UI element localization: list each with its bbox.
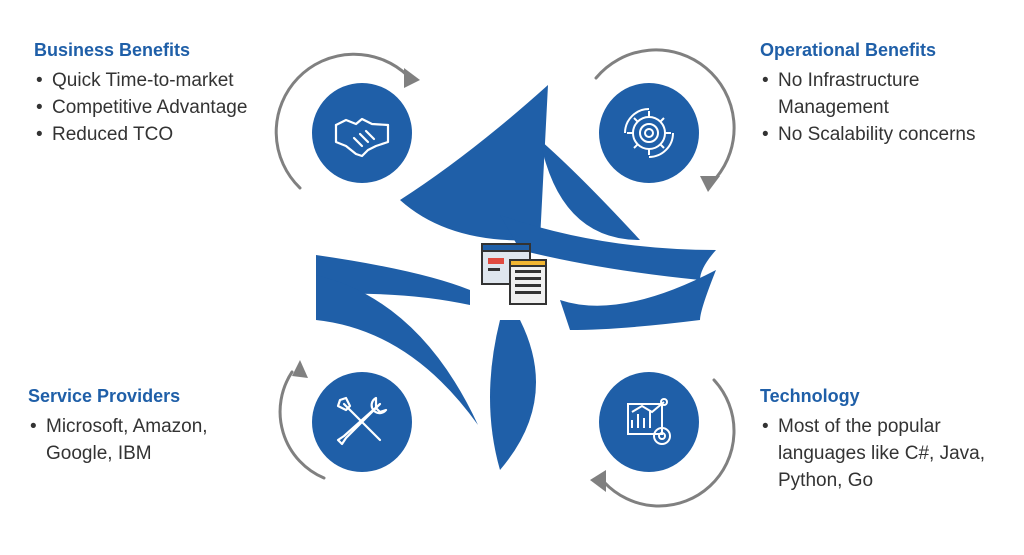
cycle-arrows xyxy=(274,48,736,508)
gear-badge xyxy=(599,83,699,183)
list-item: No Scalability concerns xyxy=(760,121,990,148)
service-providers-list: Microsoft, Amazon, Google, IBM xyxy=(28,413,278,467)
list-item: Most of the popular languages like C#, J… xyxy=(760,413,1000,494)
arrow-top-right-head xyxy=(700,176,720,192)
arrow-top-left-head xyxy=(404,68,420,88)
business-benefits-list: Quick Time-to-market Competitive Advanta… xyxy=(34,67,294,148)
list-item: Reduced TCO xyxy=(34,121,294,148)
arrow-bottom-right xyxy=(602,378,736,508)
arrow-bottom-left-head xyxy=(292,360,308,378)
star-arm-bottom xyxy=(490,320,536,470)
business-benefits-title: Business Benefits xyxy=(34,40,191,60)
list-item: Microsoft, Amazon, Google, IBM xyxy=(28,413,278,467)
gear-icon xyxy=(624,108,674,158)
handshake-badge xyxy=(312,83,412,183)
arrow-bottom-left xyxy=(278,370,326,480)
star-arm-top xyxy=(400,85,548,241)
arrow-top-left xyxy=(274,52,410,190)
service-providers-block: Service Providers Microsoft, Amazon, Goo… xyxy=(28,386,278,467)
list-item: No Infrastructure Management xyxy=(760,67,990,121)
list-item: Quick Time-to-market xyxy=(34,67,294,94)
handshake-icon xyxy=(334,117,390,158)
star-arm-right-lower xyxy=(560,270,716,330)
operational-benefits-list: No Infrastructure Management No Scalabil… xyxy=(760,67,990,148)
tools-icon xyxy=(336,396,388,446)
analytics-icon xyxy=(627,398,671,445)
star-arm-right xyxy=(500,215,716,280)
business-benefits-block: Business Benefits Quick Time-to-market C… xyxy=(34,40,294,148)
list-item: Competitive Advantage xyxy=(34,94,294,121)
service-providers-title: Service Providers xyxy=(28,386,181,406)
technology-title: Technology xyxy=(760,386,860,406)
arrow-top-right xyxy=(594,48,736,180)
tools-badge xyxy=(312,372,412,472)
technology-block: Technology Most of the popular languages… xyxy=(760,386,1000,494)
web-windows-icon xyxy=(481,243,547,305)
star-arm-top-right xyxy=(540,140,640,240)
center-star xyxy=(316,85,716,470)
technology-list: Most of the popular languages like C#, J… xyxy=(760,413,1000,494)
operational-benefits-block: Operational Benefits No Infrastructure M… xyxy=(760,40,990,148)
analytics-badge xyxy=(599,372,699,472)
star-arm-bottom-left xyxy=(316,275,478,425)
operational-benefits-title: Operational Benefits xyxy=(760,40,937,60)
arrow-bottom-right-head xyxy=(590,470,606,492)
